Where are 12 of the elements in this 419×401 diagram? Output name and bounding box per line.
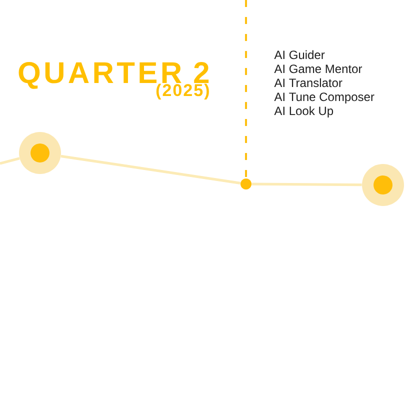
dashed-line bbox=[245, 0, 247, 178]
list-item: AI Tune Composer bbox=[274, 92, 374, 104]
list-item: AI Guider bbox=[274, 50, 325, 60]
milestone-marker bbox=[362, 164, 404, 206]
milestone-marker bbox=[19, 132, 61, 174]
list-item: AI Game Mentor bbox=[274, 64, 362, 74]
timeline-dot bbox=[240, 178, 252, 190]
timeline-line bbox=[0, 157, 20, 165]
list-item: AI Look Up bbox=[274, 106, 334, 118]
timeline-line bbox=[60, 154, 241, 184]
timeline-line bbox=[252, 182, 362, 186]
list-item: AI Translator bbox=[274, 78, 342, 88]
